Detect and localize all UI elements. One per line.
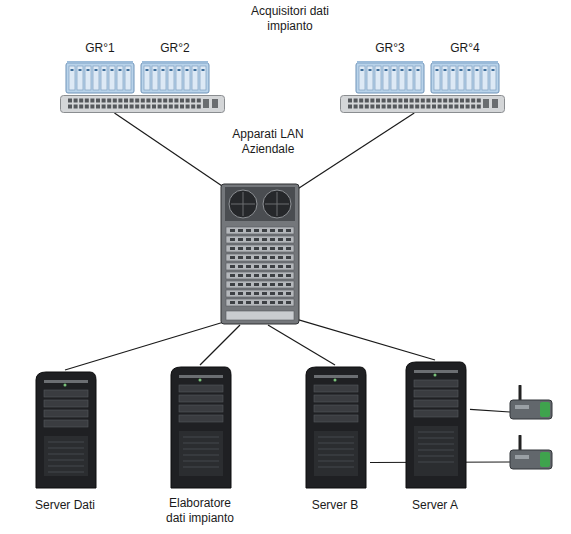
srv-node: Server Dati bbox=[30, 370, 100, 490]
acq-illustration bbox=[140, 60, 210, 95]
network-link bbox=[65, 321, 228, 370]
network-link bbox=[292, 318, 435, 360]
modem-illustration bbox=[508, 435, 556, 472]
srv-illustration bbox=[400, 360, 470, 490]
sw-illustration bbox=[60, 95, 225, 113]
core-illustration bbox=[220, 183, 300, 325]
device-label: GR°4 bbox=[435, 41, 495, 56]
device-label: GR°1 bbox=[70, 41, 130, 56]
device-label: Server A bbox=[395, 498, 475, 513]
sw-illustration bbox=[340, 95, 505, 113]
acq-node: GR°4 bbox=[430, 60, 500, 95]
acq-illustration bbox=[430, 60, 500, 95]
network-link bbox=[470, 409, 510, 412]
srv-illustration bbox=[300, 365, 370, 490]
network-link bbox=[200, 325, 240, 365]
srv-illustration bbox=[165, 365, 235, 490]
srv-node: Server B bbox=[300, 365, 370, 490]
network-link bbox=[114, 113, 228, 190]
group-label: Acquisitori dati impianto bbox=[250, 4, 330, 34]
device-label: GR°3 bbox=[360, 41, 420, 56]
srv-node: Server A bbox=[400, 360, 470, 490]
network-link bbox=[268, 325, 335, 365]
device-label: GR°2 bbox=[145, 41, 205, 56]
device-label: Apparati LAN Aziendale bbox=[226, 127, 310, 157]
sw-node bbox=[60, 95, 225, 113]
network-link bbox=[296, 113, 414, 190]
core-node: Apparati LAN Aziendale bbox=[220, 183, 300, 325]
acq-illustration bbox=[65, 60, 135, 95]
device-label: Server B bbox=[295, 498, 375, 513]
acq-node: GR°1 bbox=[65, 60, 135, 95]
modem-node bbox=[508, 385, 556, 422]
acq-illustration bbox=[355, 60, 425, 95]
device-label: Server Dati bbox=[20, 498, 110, 513]
sw-node bbox=[340, 95, 505, 113]
srv-illustration bbox=[30, 370, 100, 490]
device-label: Elaboratore dati impianto bbox=[158, 496, 242, 526]
modem-illustration bbox=[508, 385, 556, 422]
srv-node: Elaboratore dati impianto bbox=[165, 365, 235, 490]
acq-node: GR°3 bbox=[355, 60, 425, 95]
acq-node: GR°2 bbox=[140, 60, 210, 95]
modem-node bbox=[508, 435, 556, 472]
